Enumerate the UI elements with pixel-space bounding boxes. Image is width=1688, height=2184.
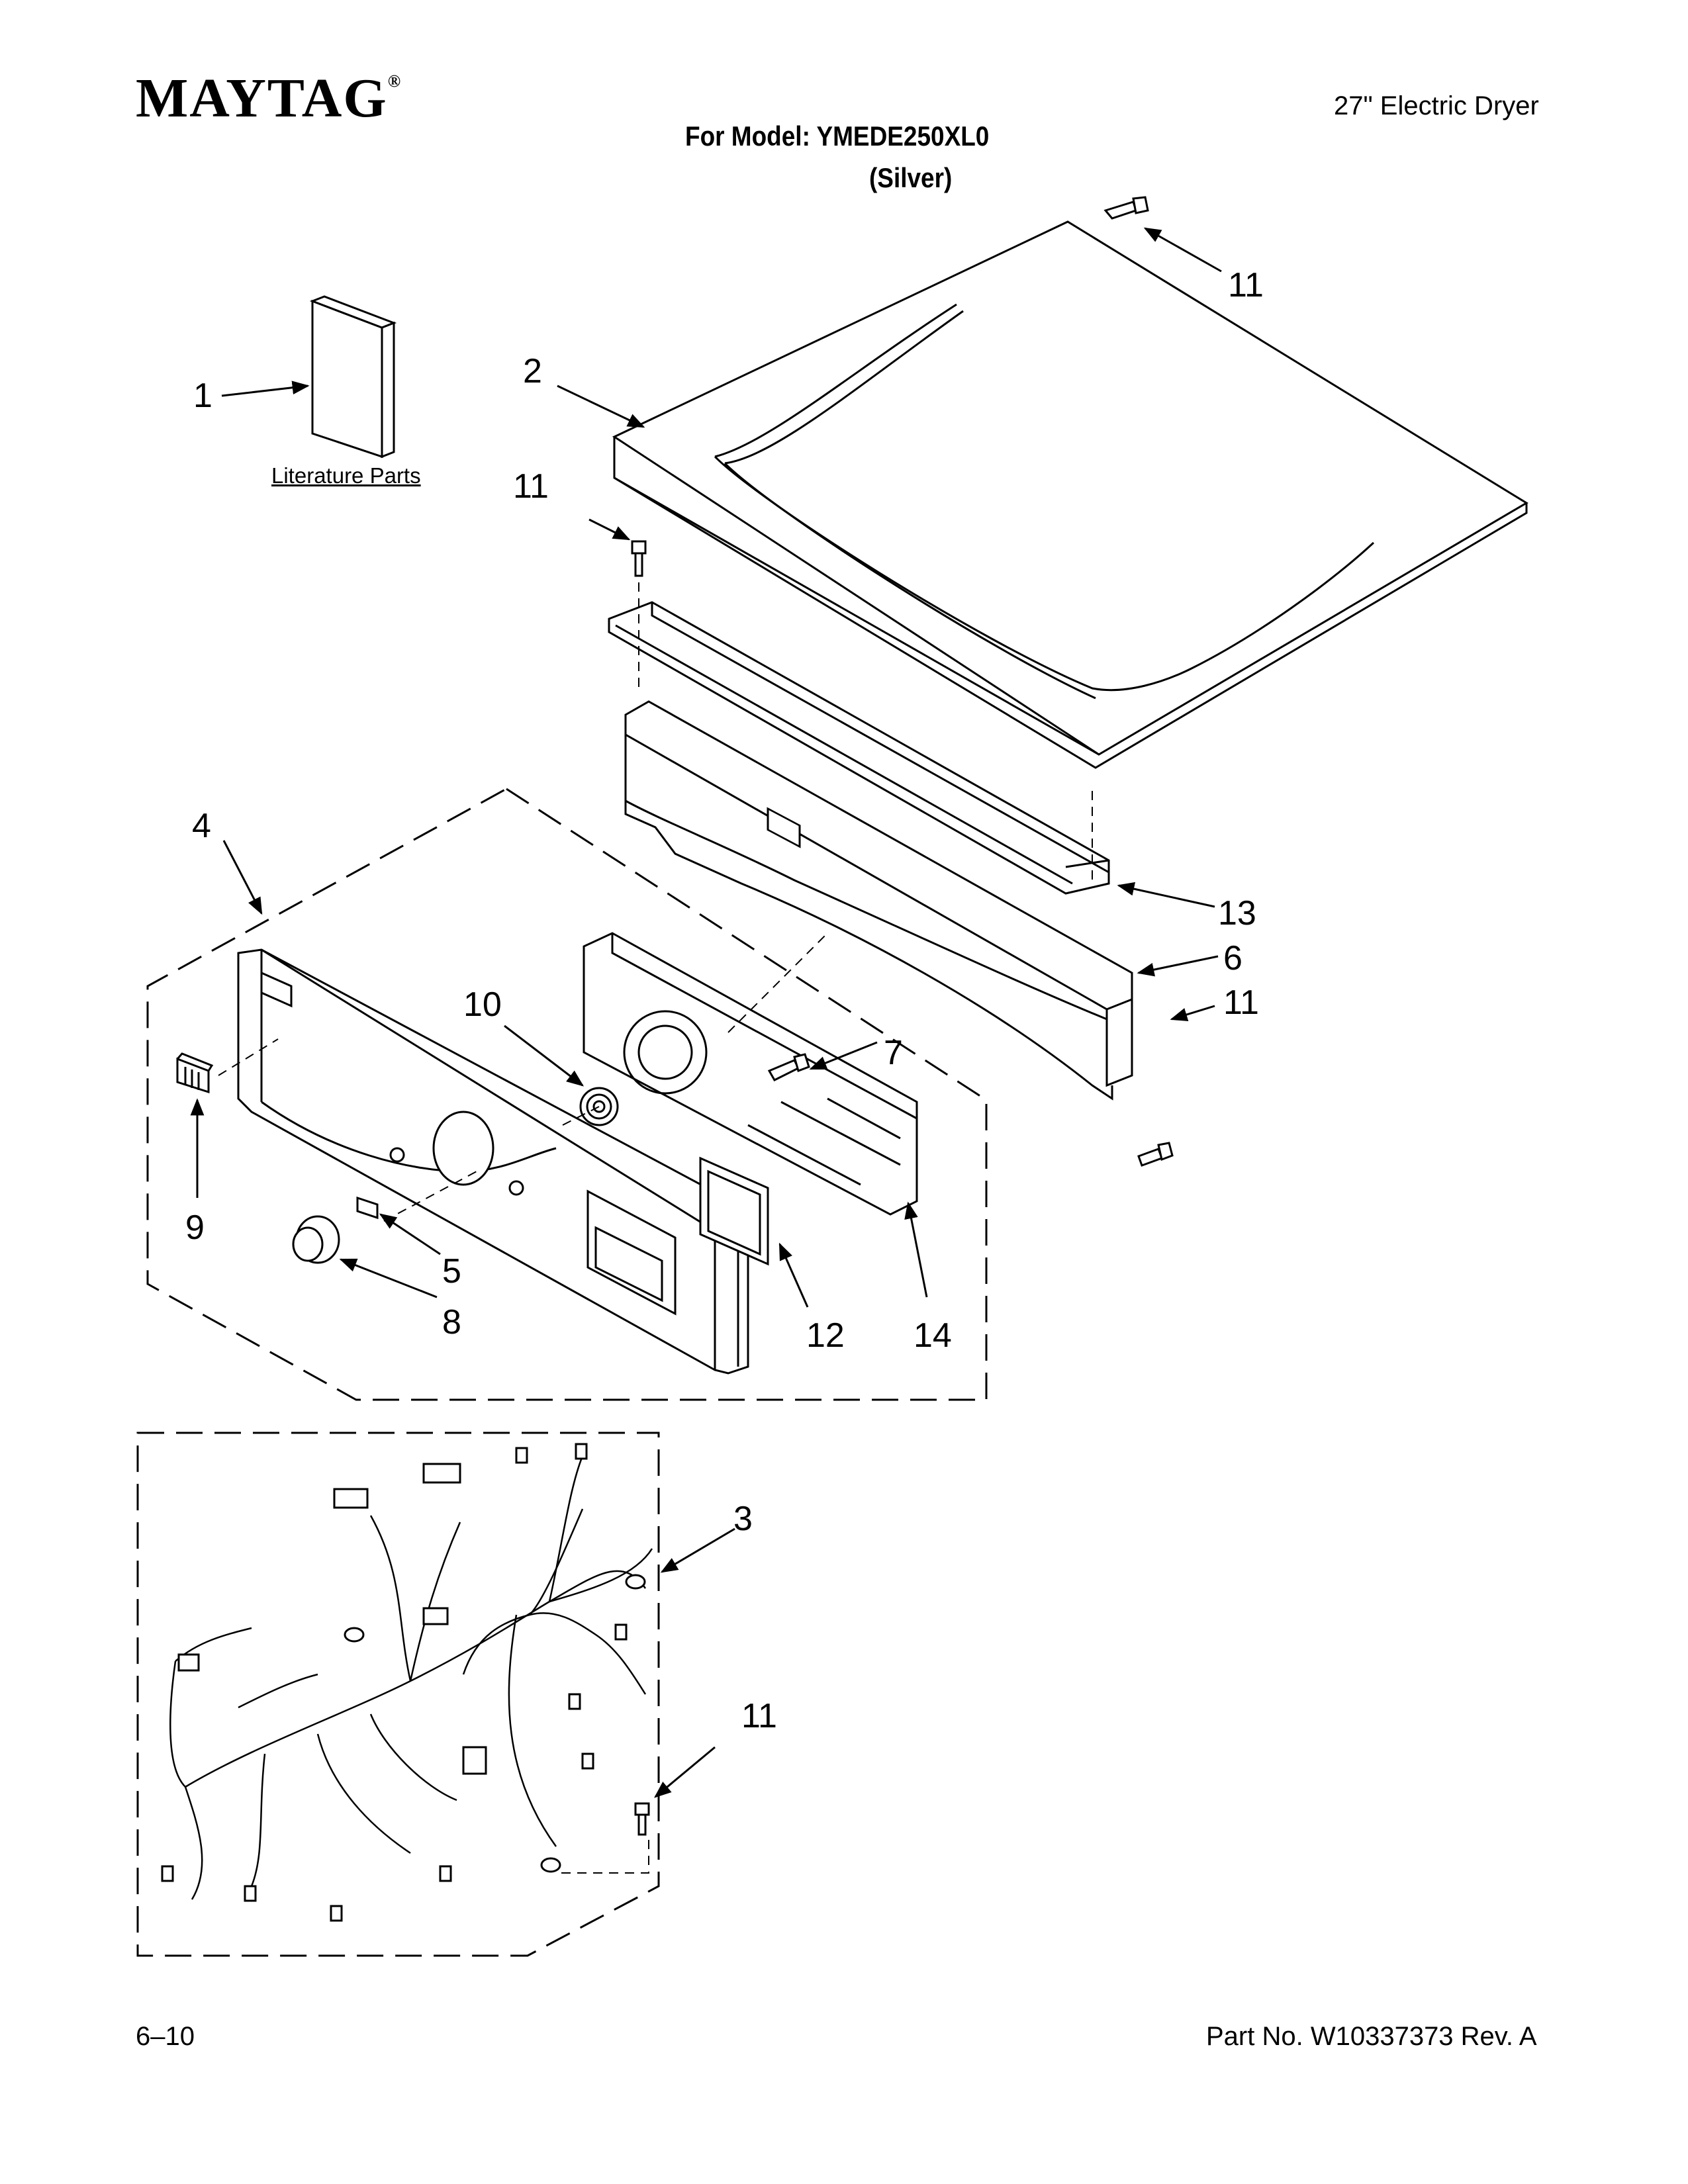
wire-harness-boundary — [136, 1432, 660, 1957]
callout-12: 12 — [806, 1316, 845, 1355]
knob-clip — [356, 1196, 379, 1220]
leader-arrows — [190, 227, 1222, 1798]
screw-console-right — [1137, 1142, 1174, 1167]
screw-harness — [634, 1802, 650, 1836]
top-panel-brace — [608, 601, 1110, 895]
callout-1: 1 — [193, 377, 212, 415]
callout-11-console: 11 — [1223, 983, 1259, 1022]
callout-8: 8 — [442, 1303, 461, 1342]
callout-11-harness: 11 — [741, 1697, 777, 1735]
callout-9: 9 — [185, 1208, 205, 1247]
screw-top-panel — [631, 540, 647, 577]
screw-top-right — [1103, 196, 1149, 220]
literature-parts-label: Literature Parts — [271, 463, 421, 488]
harness-connectors — [161, 1443, 646, 1922]
top-panel — [612, 220, 1528, 769]
model-line: For Model: YMEDE250XL0 — [685, 120, 990, 152]
callout-14: 14 — [914, 1316, 952, 1355]
control-knob — [292, 1215, 340, 1264]
wire-harness — [169, 1455, 653, 1900]
callout-11-top-panel: 11 — [513, 467, 549, 506]
part-number: Part No. W10337373 Rev. A — [1206, 2022, 1537, 2051]
alignment-lines — [218, 582, 1093, 1874]
control-button — [176, 1052, 214, 1094]
callout-5: 5 — [442, 1252, 461, 1291]
callout-6: 6 — [1223, 939, 1243, 978]
brand-name: MAYTAG — [136, 68, 388, 129]
callout-10: 10 — [463, 985, 502, 1024]
registered-mark: ® — [387, 71, 402, 91]
document-type: 27" Electric Dryer — [1334, 91, 1539, 120]
callout-3: 3 — [733, 1500, 753, 1538]
color-line: (Silver) — [869, 162, 953, 193]
callout-4: 4 — [192, 807, 211, 845]
brand-logo: MAYTAG® — [136, 66, 402, 130]
screw-console-7 — [767, 1053, 810, 1081]
callout-2: 2 — [523, 352, 542, 390]
literature-booklet — [309, 295, 397, 459]
callout-13: 13 — [1218, 894, 1256, 933]
console-bracket — [624, 700, 1133, 1101]
display-lens — [699, 1156, 769, 1266]
callout-11-top-right: 11 — [1228, 266, 1264, 304]
page-number: 6–10 — [136, 2022, 195, 2051]
user-interface-board — [583, 932, 918, 1216]
console-assembly-boundary — [146, 788, 988, 1401]
callout-7: 7 — [884, 1034, 903, 1072]
